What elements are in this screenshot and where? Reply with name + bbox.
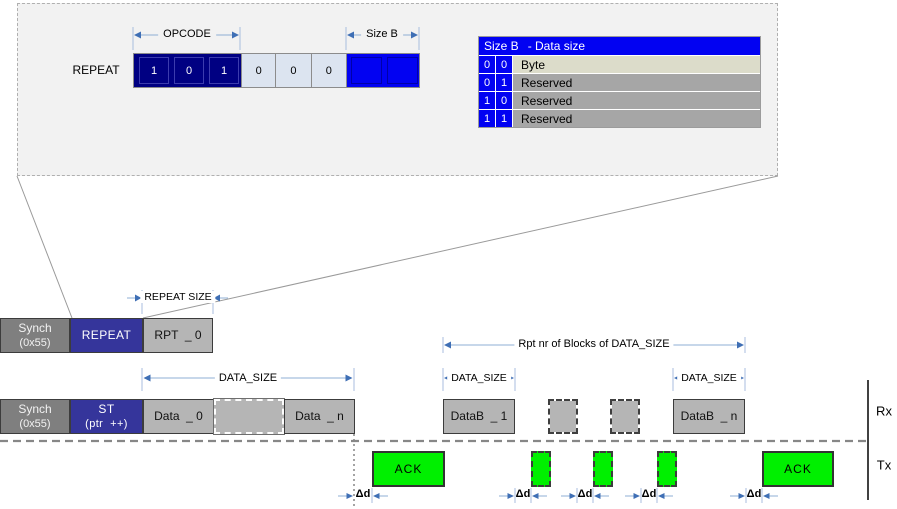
bit-cell: 1 <box>496 110 512 127</box>
bit-cell: 0 <box>496 92 512 109</box>
bit-cell: 0 <box>479 74 495 91</box>
sizeb-bit-group <box>347 54 419 87</box>
zero-bit: 0 <box>241 54 276 87</box>
synch-byte-box: Synch (0x55) <box>0 318 70 353</box>
opcode-bit-group: 1 0 1 <box>134 54 241 87</box>
table-row: 0 0 Byte <box>479 55 760 73</box>
rpt-blocks-label: Rpt nr of Blocks of DATA_SIZE <box>514 338 673 350</box>
value-cell: Byte <box>513 56 760 73</box>
table-row: 1 0 Reserved <box>479 91 760 109</box>
tx-axis-label: Tx <box>877 458 891 473</box>
register-row-label: REPEAT <box>72 63 119 77</box>
st-opcode-box: ST (ptr ++) <box>70 399 143 434</box>
zero-bit: 0 <box>276 54 311 87</box>
table-row: 1 1 Reserved <box>479 109 760 127</box>
bit-cell: 1 <box>496 74 512 91</box>
databn-box: DataB _ n <box>673 399 745 434</box>
sizeb-dimension-label: Size B <box>361 28 403 40</box>
opcode-bit: 1 <box>209 57 239 84</box>
callout-connector-lines <box>17 176 778 318</box>
synch-label: Synch <box>18 402 51 417</box>
sizeb-table-header: Size B - Data size <box>479 37 760 55</box>
datan-box: Data _ n <box>284 399 355 434</box>
st-pointer-label: (ptr ++) <box>85 417 128 432</box>
delta-d-label: Δd <box>642 488 657 500</box>
synch-label: Synch <box>18 321 51 336</box>
sizeb-table: Size B - Data size 0 0 Byte 0 1 Reserved… <box>478 36 761 128</box>
sizeb-bit <box>387 57 418 84</box>
data0-box: Data _ 0 <box>143 399 214 434</box>
ack-box: ACK <box>372 451 445 487</box>
value-cell: Reserved <box>513 92 760 109</box>
sizeb-table-header-col1: Size B <box>484 39 519 53</box>
value-cell: Reserved <box>513 110 760 127</box>
opcode-register: 1 0 1 0 0 0 <box>133 53 420 88</box>
zero-bit: 0 <box>312 54 347 87</box>
bit-cell: 1 <box>479 92 495 109</box>
ack-ellipsis-box <box>657 451 677 487</box>
ack-ellipsis-box <box>531 451 551 487</box>
datab1-box: DataB _ 1 <box>443 399 515 434</box>
ack-box: ACK <box>762 451 834 487</box>
rpt0-box: RPT _ 0 <box>143 318 213 353</box>
synch-value: (0x55) <box>19 417 50 432</box>
sizeb-table-header-col2: - Data size <box>528 39 585 53</box>
opcode-bit: 1 <box>139 57 169 84</box>
bit-cell: 0 <box>479 56 495 73</box>
data-size-label-databn: DATA_SIZE <box>677 372 741 384</box>
opcode-bit: 0 <box>174 57 204 84</box>
data-size-label-main: DATA_SIZE <box>215 372 281 384</box>
data-size-label-datab1: DATA_SIZE <box>447 372 511 384</box>
zero-bit-group: 0 0 0 <box>241 54 347 87</box>
sizeb-bit <box>351 57 382 84</box>
delta-markers <box>338 488 778 503</box>
st-label: ST <box>98 402 114 417</box>
synch-byte-box: Synch (0x55) <box>0 399 70 434</box>
datab-ellipsis-box <box>548 399 578 434</box>
data-ellipsis-box <box>214 399 284 434</box>
rx-axis-label: Rx <box>876 404 892 419</box>
delta-d-label: Δd <box>578 488 593 500</box>
repeat-opcode-box: REPEAT <box>70 318 143 353</box>
opcode-dimension-label: OPCODE <box>158 28 216 40</box>
datab-ellipsis-box <box>610 399 640 434</box>
delta-d-label: Δd <box>747 488 762 500</box>
ack-ellipsis-box <box>593 451 613 487</box>
synch-value: (0x55) <box>19 336 50 351</box>
bit-cell: 1 <box>479 110 495 127</box>
delta-d-label: Δd <box>356 488 371 500</box>
bit-cell: 0 <box>496 56 512 73</box>
value-cell: Reserved <box>513 74 760 91</box>
delta-d-label: Δd <box>516 488 531 500</box>
table-row: 0 1 Reserved <box>479 73 760 91</box>
repeat-size-label: REPEAT SIZE <box>140 291 215 303</box>
